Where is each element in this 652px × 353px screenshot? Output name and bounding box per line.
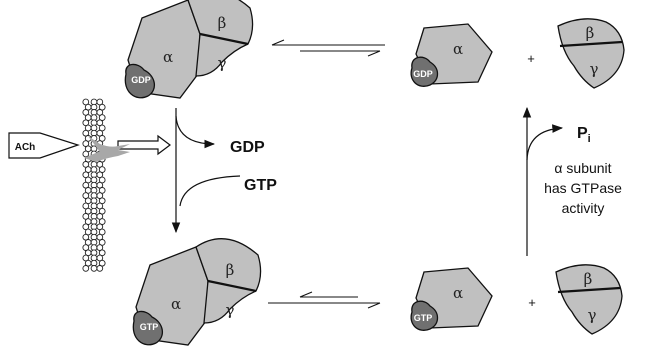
trimer-gdp: α β γ GDP [124,0,254,100]
gtpase-note-line2: has GTPase [544,180,622,196]
alpha-label: α [453,284,463,302]
beta-label: β [218,14,227,32]
alpha-label: α [453,40,463,58]
bottom-equilibrium-arrows [268,291,381,309]
receptor [84,136,130,162]
phosphate-subscript: i [588,133,591,145]
beta-label: β [584,270,593,288]
phosphate-label: Pi [577,125,591,145]
phosphate-main: P [577,125,588,142]
cell-membrane [82,98,106,272]
alpha-subunit-gdp: α GDP [410,23,493,87]
membrane-bead [82,265,90,272]
beta-label: β [226,261,235,279]
gdp-nucleotide-label: GDP [413,69,433,79]
gdp-released-label: GDP [230,139,265,156]
gtp-nucleotide-label: GTP [414,313,433,323]
plus-sign: + [528,295,536,310]
exchange-arrow [171,108,241,234]
ach-ligand: ACh [8,132,80,159]
gdp-nucleotide-label: GDP [131,75,151,85]
gamma-label: γ [218,54,227,72]
gtpase-note-line3: activity [562,200,605,216]
gamma-label: γ [590,60,599,78]
membrane-bead [96,265,104,272]
trimer-gtp: α β γ GTP [132,237,262,347]
alpha-label: α [163,48,173,66]
alpha-subunit-gtp: α GTP [410,267,493,331]
top-equilibrium-arrows [271,39,385,57]
alpha-label: α [171,295,181,313]
gamma-label: γ [588,306,597,324]
beta-label: β [586,24,595,42]
ach-label: ACh [15,142,36,153]
beta-gamma-subunit: β γ [554,263,624,336]
membrane-bead [90,265,98,272]
beta-gamma-subunit: β γ [556,17,626,90]
gtpase-note-line1: α subunit [554,160,611,176]
hydrolysis-arrow [522,106,564,256]
activation-arrow [117,134,171,156]
gtp-nucleotide-label: GTP [140,322,159,332]
gtp-entering-label: GTP [244,177,277,194]
gamma-label: γ [226,301,235,319]
plus-sign: + [527,51,535,66]
